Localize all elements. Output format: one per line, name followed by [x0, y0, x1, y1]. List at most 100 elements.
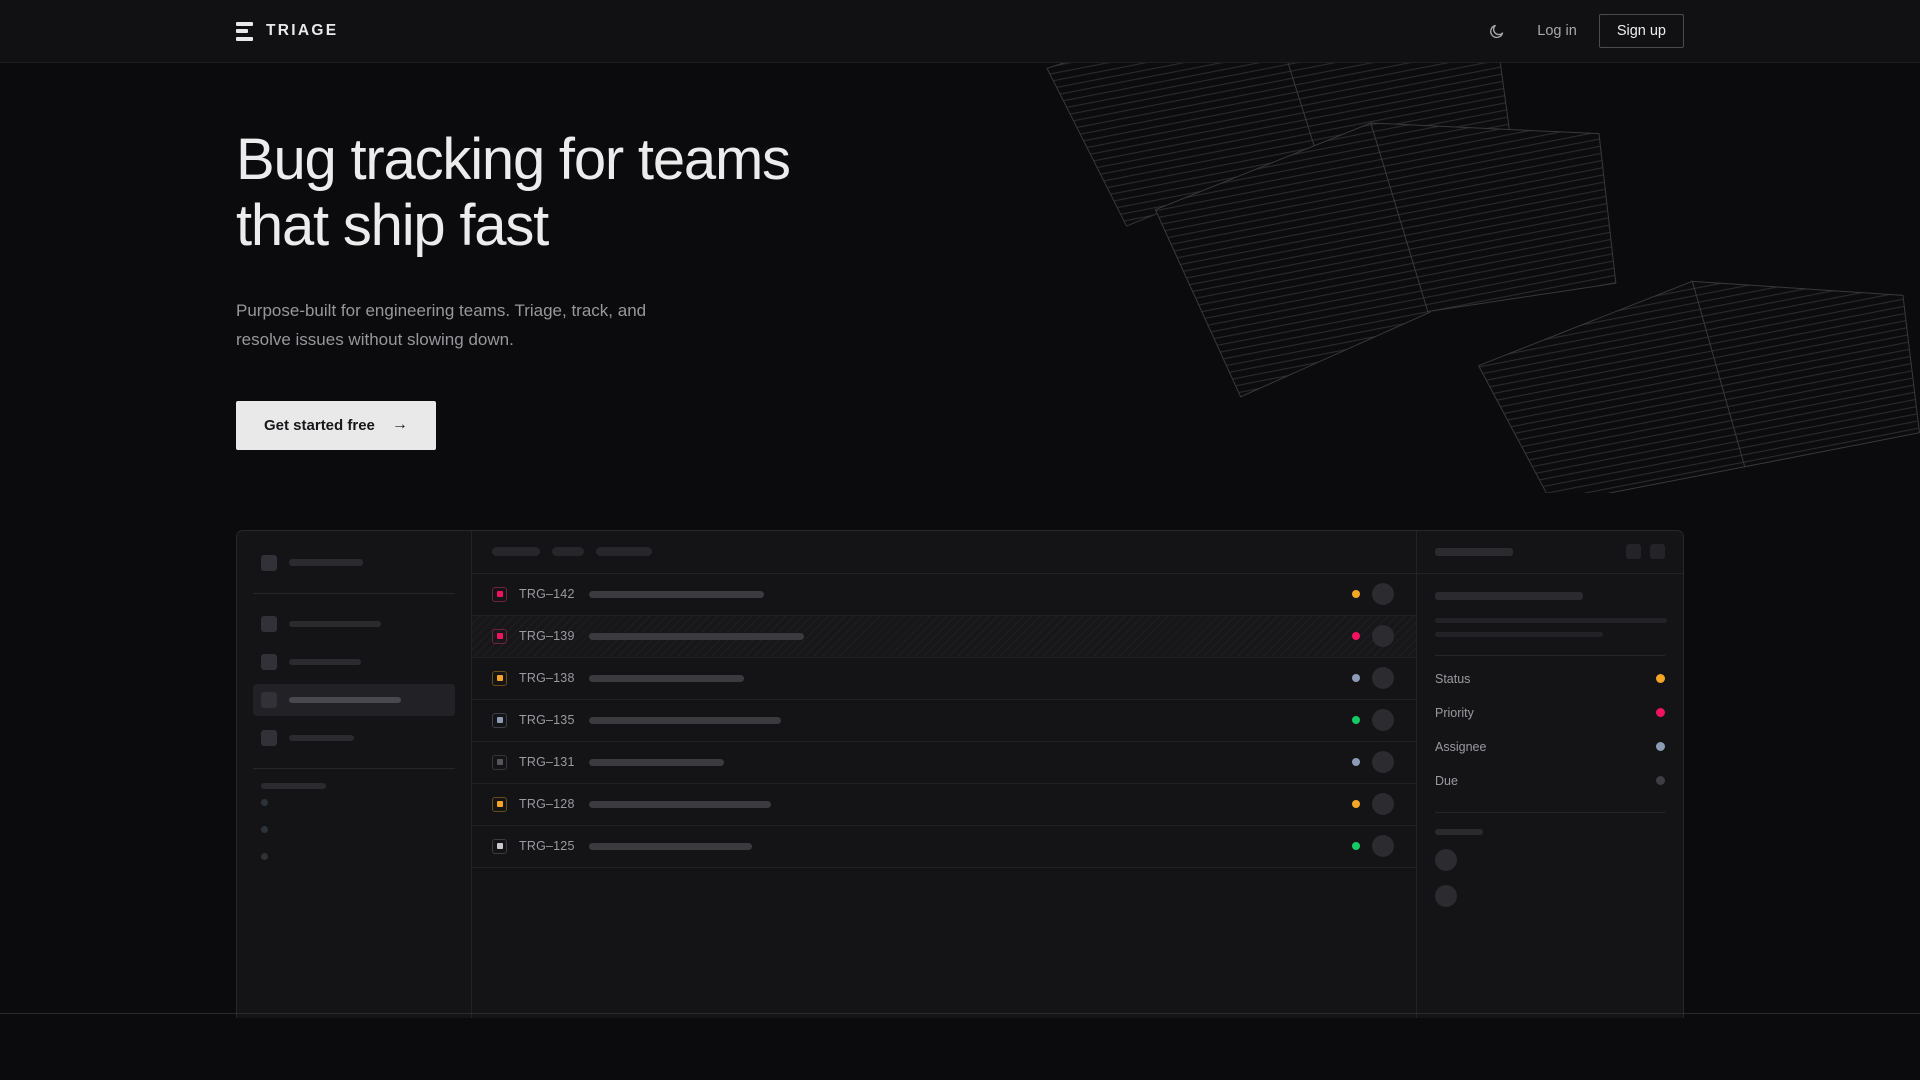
issue-row-meta: [1352, 835, 1394, 858]
sidebar-nav-item-3[interactable]: [253, 683, 455, 716]
detail-meta-value-dot: [1656, 742, 1665, 752]
issue-id: TRG–142: [519, 587, 575, 602]
priority-indicator-icon: [492, 712, 507, 728]
detail-action-2-button[interactable]: [1650, 544, 1665, 560]
hero-title-line-1: Bug tracking for teams: [236, 127, 791, 192]
sidebar-sub-item-dot: [261, 852, 268, 860]
sidebar-item-icon: [261, 653, 277, 670]
issue-title-placeholder: [589, 716, 781, 724]
issue-title-placeholder: [589, 842, 752, 850]
sidebar-divider-1: [253, 592, 455, 594]
issue-row-meta: [1352, 667, 1394, 690]
hero-subtitle-line-2: resolve issues without slowing down.: [236, 330, 514, 350]
issue-row[interactable]: TRG–142: [472, 574, 1416, 616]
sidebar-nav-item-4[interactable]: [253, 722, 455, 754]
sidebar-item-label-placeholder: [289, 620, 381, 627]
issue-title-placeholder: [589, 800, 771, 808]
sidebar-sub-item[interactable]: [253, 816, 455, 843]
toolbar-filter-2[interactable]: [552, 547, 584, 557]
detail-meta-row[interactable]: Status: [1435, 662, 1665, 696]
get-started-label: Get started free: [264, 416, 375, 434]
mockup-sidebar: [237, 530, 472, 1018]
issue-id: TRG–138: [519, 671, 575, 686]
toolbar-filter-1[interactable]: [492, 547, 540, 557]
issue-row[interactable]: TRG–125: [472, 826, 1416, 868]
issue-id: TRG–128: [519, 797, 575, 812]
issue-title-placeholder: [589, 758, 724, 766]
detail-title-placeholder: [1435, 547, 1513, 556]
sidebar-item-icon: [261, 615, 277, 632]
detail-action-1-button[interactable]: [1626, 544, 1641, 560]
issue-status-dot: [1352, 674, 1360, 683]
issue-id: TRG–139: [519, 629, 575, 644]
detail-meta-row[interactable]: Priority: [1435, 696, 1665, 730]
detail-meta-row[interactable]: Due: [1435, 764, 1665, 798]
issue-status-dot: [1352, 800, 1360, 809]
hero-subtitle: Purpose-built for engineering teams. Tri…: [236, 296, 736, 354]
detail-meta-label: Due: [1435, 773, 1458, 788]
workspace-switcher[interactable]: [253, 547, 455, 579]
brand-name: TRIAGE: [266, 22, 339, 39]
comment-avatar: [1435, 884, 1457, 907]
signup-button[interactable]: Sign up: [1598, 14, 1684, 48]
sidebar-nav: [253, 608, 455, 754]
issue-status-dot: [1352, 716, 1360, 725]
sidebar-sub-items: [253, 789, 455, 870]
detail-divider-2: [1435, 811, 1665, 813]
header-actions: Log in Sign up: [1477, 12, 1684, 50]
detail-meta-value-dot: [1656, 776, 1665, 786]
footer-divider: [0, 1013, 1920, 1014]
hero-subtitle-line-1: Purpose-built for engineering teams. Tri…: [236, 301, 647, 321]
page-title: Bug tracking for teams that ship fast: [236, 127, 996, 258]
detail-heading-placeholder: [1435, 591, 1583, 600]
triage-bars-icon: [236, 21, 253, 41]
issue-list-toolbar: [472, 531, 1416, 574]
theme-toggle-button[interactable]: [1477, 12, 1515, 50]
sidebar-item-label-placeholder: [289, 658, 361, 665]
sidebar-sub-item-dot: [261, 825, 268, 833]
avatar: [1372, 793, 1394, 816]
issue-title-placeholder: [589, 590, 764, 598]
issue-status-dot: [1352, 758, 1360, 767]
issue-row[interactable]: TRG–128: [472, 784, 1416, 826]
workspace-avatar: [261, 554, 277, 571]
hero-title-line-2: that ship fast: [236, 192, 549, 258]
detail-comments: [1435, 848, 1665, 907]
avatar: [1372, 751, 1394, 774]
comment-item: [1435, 848, 1665, 871]
detail-meta-row[interactable]: Assignee: [1435, 730, 1665, 764]
issue-row[interactable]: TRG–138: [472, 658, 1416, 700]
detail-header: [1417, 531, 1683, 574]
login-link[interactable]: Log in: [1537, 23, 1577, 39]
issue-row-meta: [1352, 709, 1394, 732]
workspace-name-placeholder: [289, 559, 363, 567]
avatar: [1372, 667, 1394, 690]
get-started-button[interactable]: Get started free →: [236, 400, 436, 450]
issue-row-meta: [1352, 583, 1394, 606]
moon-icon: [1489, 24, 1503, 38]
issue-row[interactable]: TRG–139: [472, 615, 1416, 658]
detail-meta-label: Priority: [1435, 705, 1474, 720]
brand-logo[interactable]: TRIAGE: [236, 21, 339, 41]
toolbar-filter-3[interactable]: [596, 547, 652, 557]
sidebar-item-label-placeholder: [289, 696, 401, 703]
sidebar-sub-item[interactable]: [253, 843, 455, 870]
issue-status-dot: [1352, 842, 1360, 851]
issue-status-dot: [1352, 632, 1360, 641]
sidebar-sub-item[interactable]: [253, 789, 455, 816]
issue-row[interactable]: TRG–135: [472, 700, 1416, 742]
priority-indicator-icon: [492, 628, 507, 644]
detail-divider: [1435, 654, 1665, 656]
issue-title-placeholder: [589, 632, 804, 640]
sidebar-nav-item-2[interactable]: [253, 646, 455, 678]
issue-row[interactable]: TRG–131: [472, 742, 1416, 784]
sidebar-nav-item-1[interactable]: [253, 608, 455, 640]
avatar: [1372, 709, 1394, 732]
